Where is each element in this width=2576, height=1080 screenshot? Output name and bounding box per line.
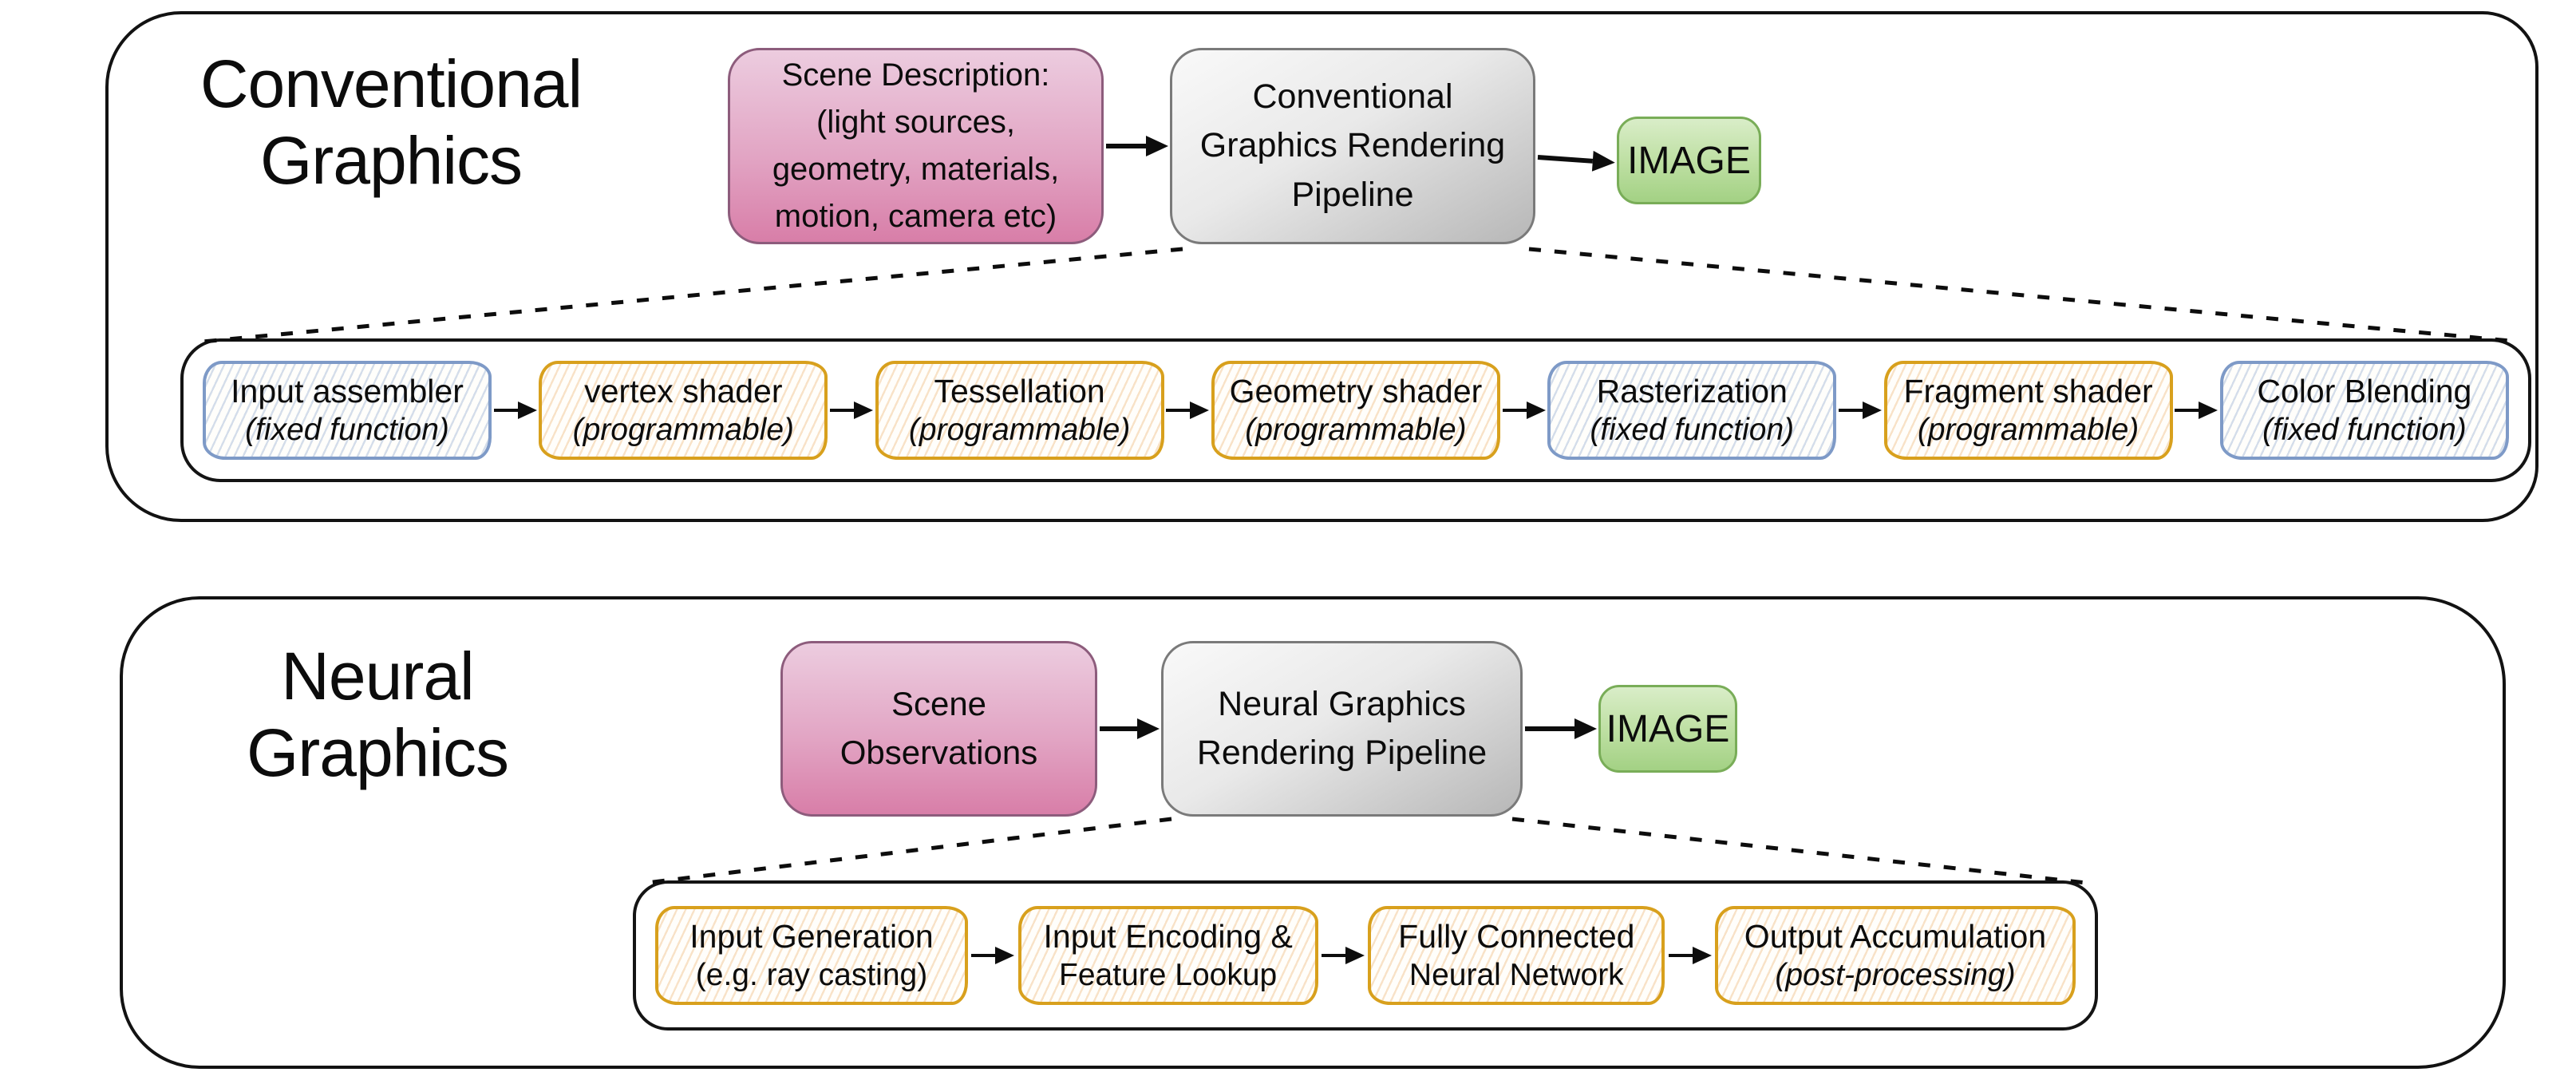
pipeline-box-line: Conventional [1252,77,1453,117]
arrow-shaft [1106,144,1146,148]
stage-arrow [493,399,537,421]
stage-output-accumulation: Output Accumulation (post-processing) [1714,906,2076,1005]
scene-description-box: Scene Description: (light sources, geome… [728,48,1104,244]
scene-description-line: motion, camera etc) [774,198,1057,234]
scene-observations-line: Observations [840,734,1038,771]
pipeline-box-line: Rendering Pipeline [1196,734,1488,772]
stage-input-generation: Input Generation (e.g. ray casting) [655,906,968,1005]
arrow-scene-to-pipeline [1106,134,1168,158]
arrow-shaft [1100,726,1137,731]
pipeline-box-line: Graphics Rendering [1199,126,1506,165]
scene-observations-box: Scene Observations [780,641,1097,817]
arrow-head [1591,150,1616,173]
stage-arrow [1166,399,1210,421]
stage-arrow [2175,399,2218,421]
scene-description-line: Scene Description: [781,57,1050,93]
scene-description-line: (light sources, [816,105,1015,140]
stage-arrow [1502,399,1546,421]
arrow-shaft [1525,726,1574,731]
image-output-box: IMAGE [1598,685,1737,773]
stage-arrow [1668,944,1712,967]
arrow-shaft [1537,155,1594,164]
stage-arrow [829,399,873,421]
stage-fully-connected-neural-network: Fully Connected Neural Network [1368,906,1665,1005]
neural-pipeline-stages-strip: Input Generation (e.g. ray casting) Inpu… [633,880,2098,1031]
stage-input-encoding-feature-lookup: Input Encoding & Feature Lookup [1017,906,1318,1005]
neural-section-title: Neural Graphics [246,639,509,790]
stage-arrow [971,944,1015,967]
conventional-section-title: Conventional Graphics [200,46,583,198]
stage-input-assembler: Input assembler (fixed function) [203,361,492,460]
pipeline-box-line: Pipeline [1291,175,1414,214]
arrow-head [1137,718,1160,739]
stage-arrow [1321,944,1365,967]
stage-color-blending: Color Blending (fixed function) [2219,361,2509,460]
stage-vertex-shader: vertex shader (programmable) [539,361,828,460]
stage-geometry-shader: Geometry shader (programmable) [1211,361,1500,460]
arrow-pipeline-to-image [1525,717,1597,741]
arrow-head [1146,136,1168,156]
arrow-head [1574,718,1597,739]
image-output-box: IMAGE [1617,117,1761,204]
stage-rasterization: Rasterization (fixed function) [1547,361,1837,460]
arrow-scene-to-pipeline [1100,717,1160,741]
scene-observations-line: Scene [891,685,987,723]
scene-description-line: geometry, materials, [772,152,1060,187]
conventional-pipeline-stages-strip: Input assembler (fixed function) vertex … [180,338,2531,482]
stage-arrow [1838,399,1882,421]
neural-pipeline-box: Neural Graphics Rendering Pipeline [1161,641,1523,817]
pipeline-box-line: Neural Graphics [1218,684,1466,723]
conventional-pipeline-box: Conventional Graphics Rendering Pipeline [1170,48,1535,244]
stage-fragment-shader: Fragment shader (programmable) [1883,361,2173,460]
stage-tessellation: Tessellation (programmable) [875,361,1164,460]
